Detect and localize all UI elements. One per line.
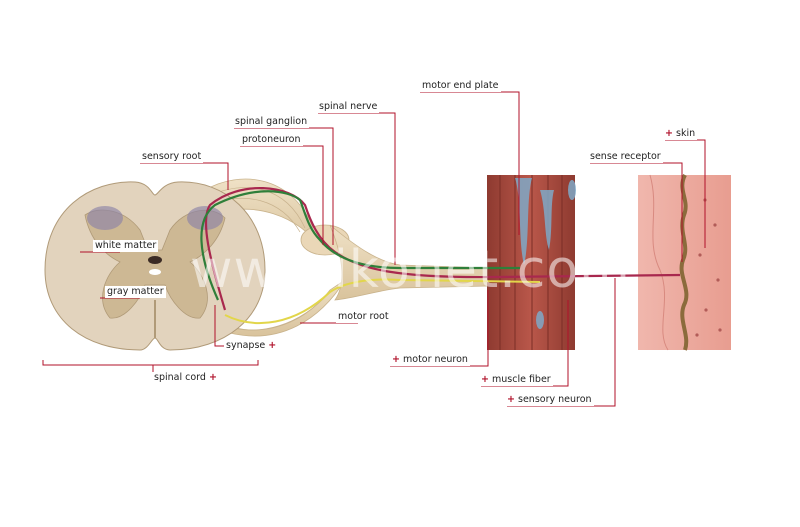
label-spinal-cord-link[interactable]: spinal cord + — [152, 372, 219, 384]
label-motor-end-plate: motor end plate — [420, 80, 501, 92]
plus-icon: + — [665, 128, 673, 139]
plus-icon: + — [481, 374, 489, 385]
label-protoneuron: protoneuron — [240, 134, 303, 146]
label-synapse-link[interactable]: synapse + — [224, 340, 279, 352]
label-motor-root: motor root — [336, 311, 391, 323]
spinal-cord-section — [44, 181, 266, 351]
leader-lines — [42, 91, 706, 407]
label-gray-matter: gray matter — [105, 286, 166, 298]
label-muscle-fiber-link[interactable]: + muscle fiber — [479, 374, 553, 386]
label-sense-receptor: sense receptor — [588, 151, 663, 163]
skin-block — [638, 174, 731, 351]
label-skin-link[interactable]: + skin — [663, 128, 698, 140]
plus-icon: + — [507, 394, 515, 405]
label-spinal-ganglion: spinal ganglion — [233, 116, 310, 128]
motor-neuron-path-yellow — [224, 278, 541, 325]
label-motor-neuron-link[interactable]: + motor neuron — [390, 354, 470, 366]
motor-neuron-path-green — [200, 190, 520, 301]
watermark-text: www.ikonet.com — [190, 240, 631, 300]
label-sensory-root: sensory root — [140, 151, 204, 163]
plus-icon: + — [208, 372, 217, 383]
sensory-neuron-path — [204, 186, 681, 311]
label-white-matter: white matter — [93, 240, 159, 252]
muscle-block — [487, 175, 576, 350]
plus-icon: + — [268, 340, 277, 351]
label-sensory-neuron-link[interactable]: + sensory neuron — [505, 394, 594, 406]
plus-icon: + — [392, 354, 400, 365]
label-spinal-nerve: spinal nerve — [317, 101, 380, 113]
